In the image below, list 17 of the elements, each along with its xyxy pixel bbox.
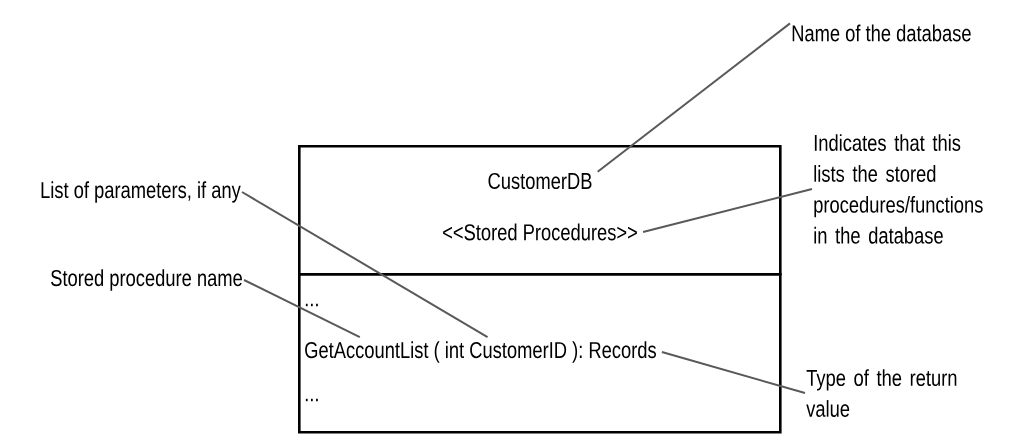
leader-line — [642, 187, 813, 233]
leader-line — [243, 279, 361, 339]
callout-text: Stored procedure name — [51, 269, 242, 291]
callout-text: Type of the return value — [806, 369, 957, 417]
leader-line — [660, 351, 806, 395]
callout-text: List of parameters, if any — [41, 181, 241, 203]
operation-text: GetAccountList ( int CustomerID ): Records — [305, 341, 656, 363]
compartment-box — [298, 145, 782, 276]
compartment-box — [298, 273, 782, 434]
class-name: CustomerDB — [488, 172, 592, 190]
stereotype-text: <<Stored Procedures>> — [443, 223, 637, 241]
callout-text: Name of the database — [792, 24, 971, 42]
ellipsis-text: ... — [305, 303, 318, 307]
leader-line — [241, 191, 489, 339]
ellipsis-text: ... — [305, 398, 318, 402]
callout-text: Indicates that this lists the stored procedures/functions in the database — [814, 134, 983, 244]
leader-line — [596, 22, 791, 173]
